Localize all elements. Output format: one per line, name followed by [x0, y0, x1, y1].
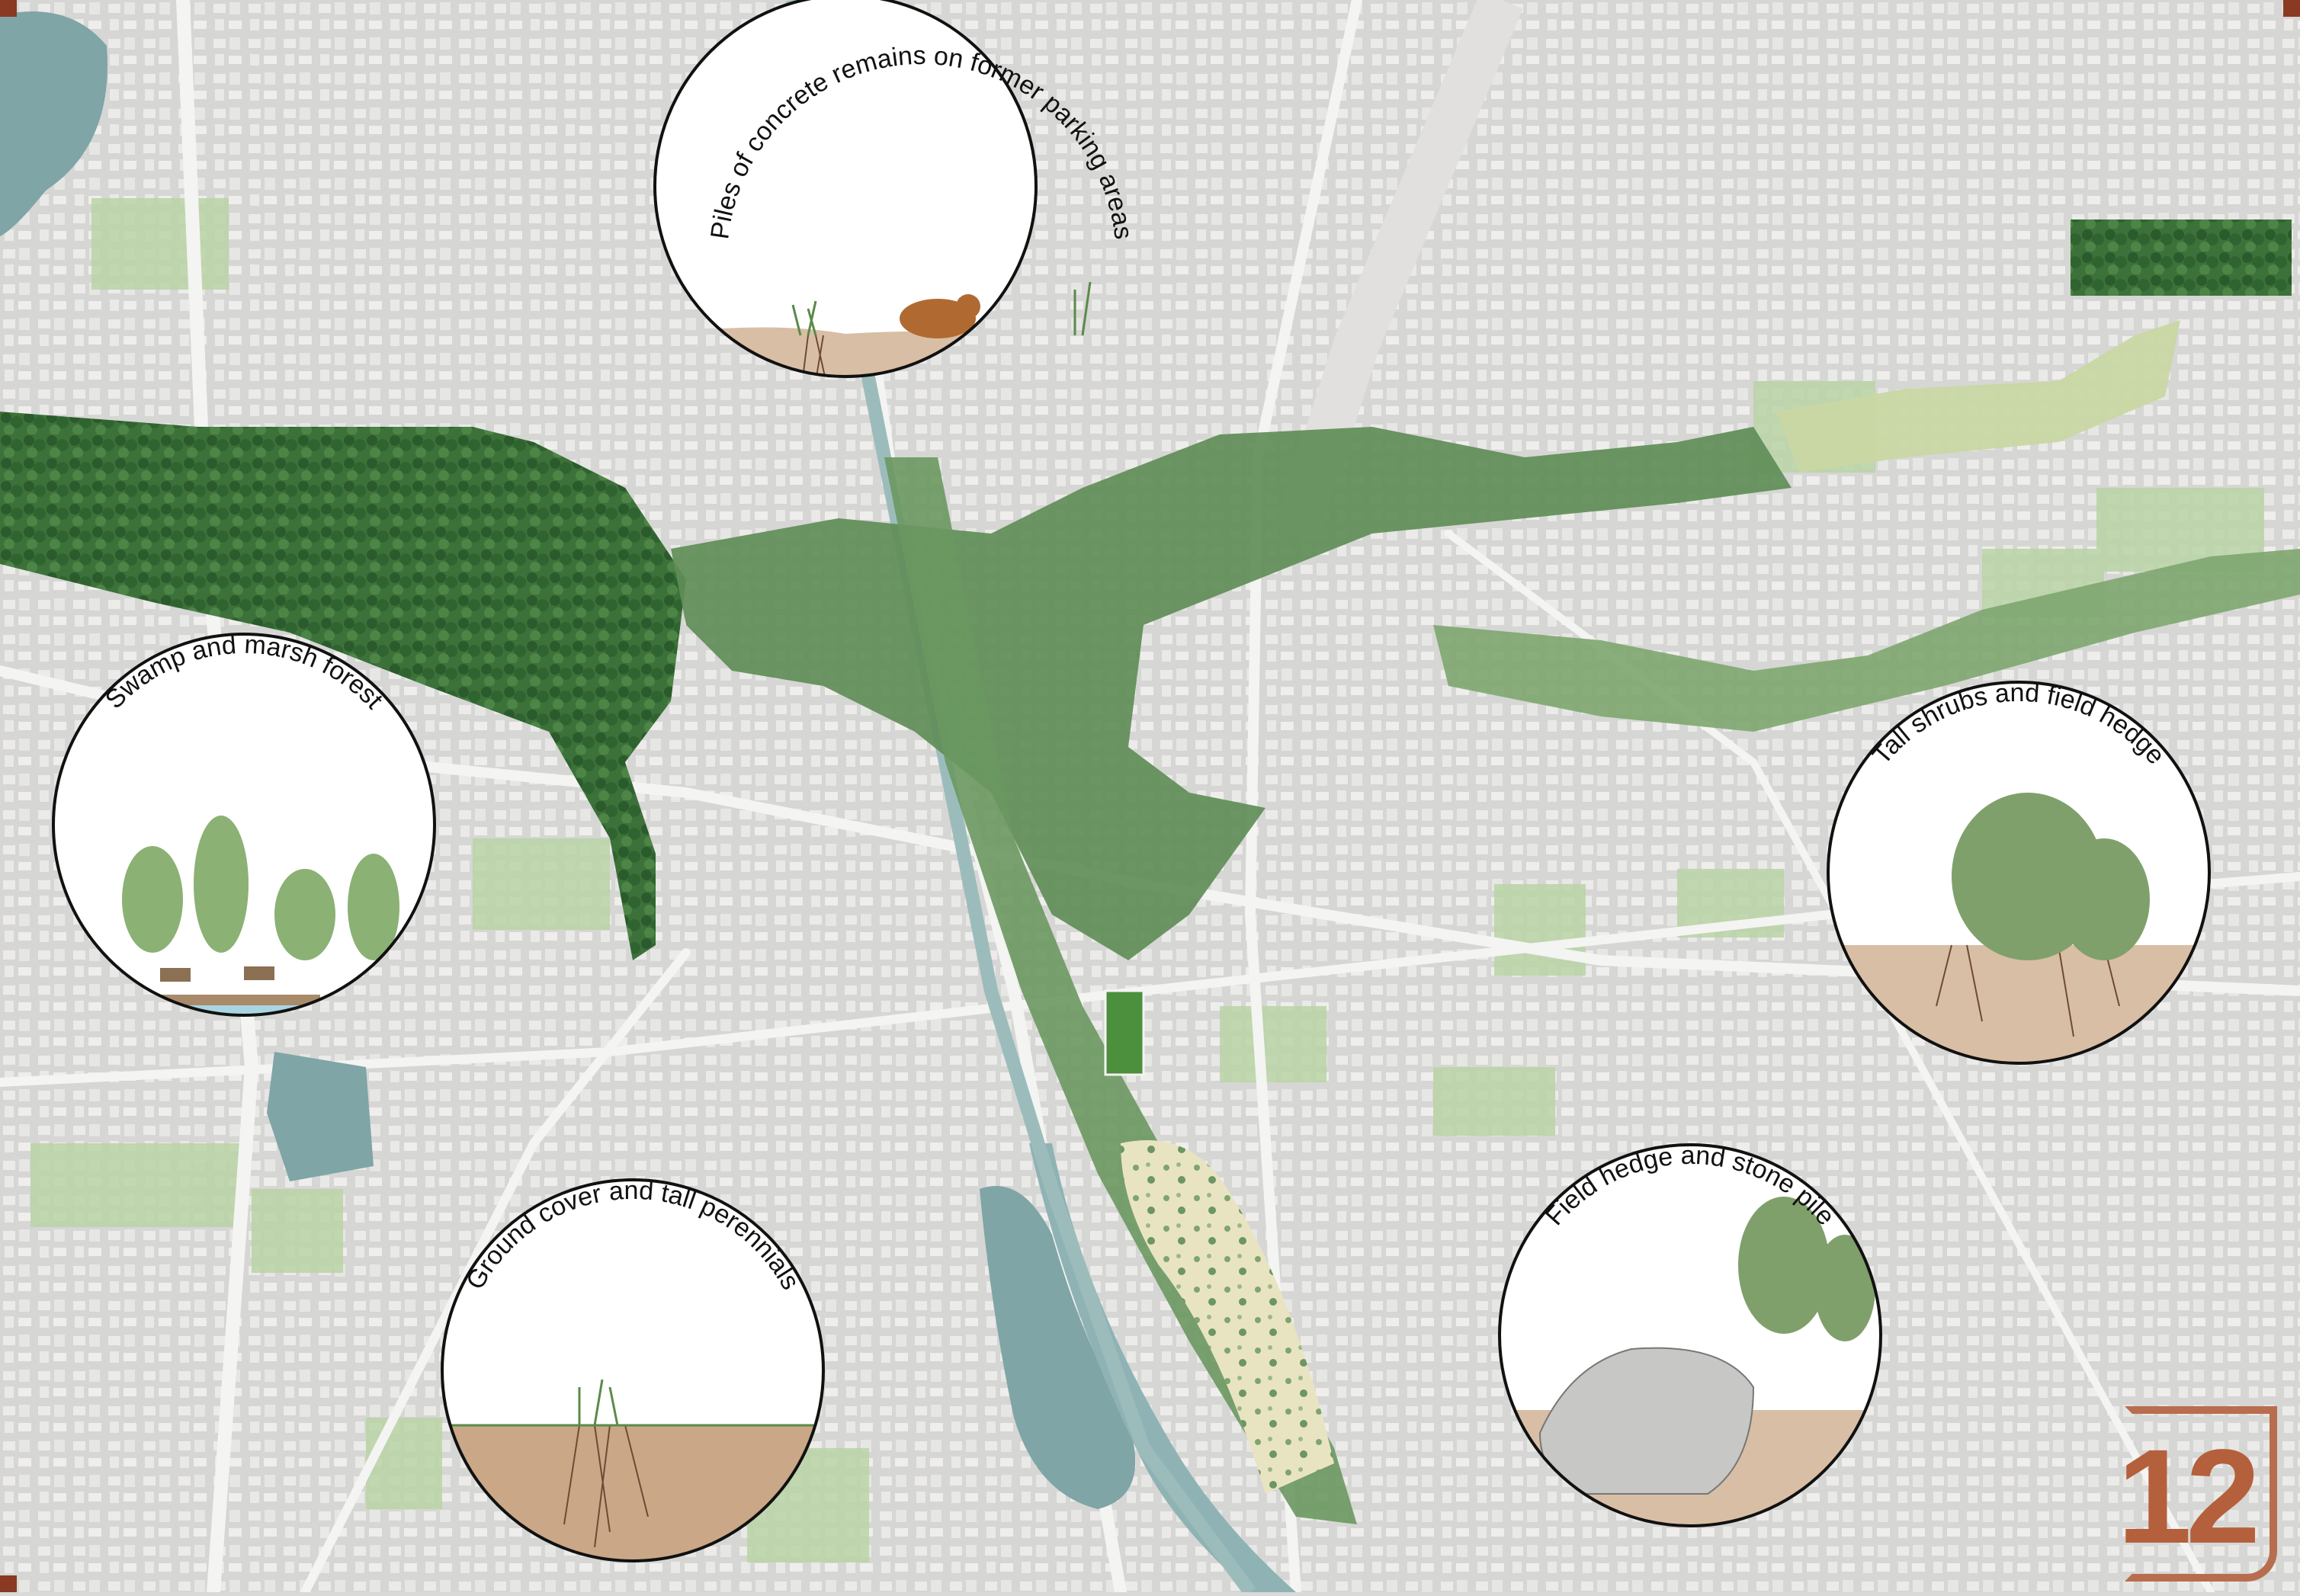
vignette-groundcover: Ground cover and tall perennials [441, 1176, 825, 1562]
northeast-forest [2071, 220, 2292, 296]
river [786, 0, 1256, 1596]
cat-icon [900, 294, 980, 338]
page-badge [2125, 1406, 2277, 1582]
frame-corner-bottom-left [0, 1575, 17, 1592]
perennials-icon [450, 1379, 816, 1427]
frame-corner-top-left [0, 0, 17, 17]
hedge-icon [1738, 1197, 1875, 1341]
deer-icon [160, 966, 274, 982]
eastern-corridor [1433, 549, 2300, 732]
vignette-swamp: Swamp and marsh forest [52, 630, 436, 1017]
northeast-meadow-strip [1776, 320, 2180, 473]
sports-field [1104, 989, 1145, 1076]
page-number: 12 [2117, 1422, 2260, 1572]
frame-corner-top-right [2283, 0, 2300, 17]
agricultural-fields [30, 198, 2264, 1562]
shrub-icon [1952, 793, 2150, 960]
floodplain-meadow [1121, 1140, 1334, 1494]
tree-icon [122, 816, 399, 960]
western-forest [0, 412, 686, 960]
plant-icon [791, 281, 1092, 336]
